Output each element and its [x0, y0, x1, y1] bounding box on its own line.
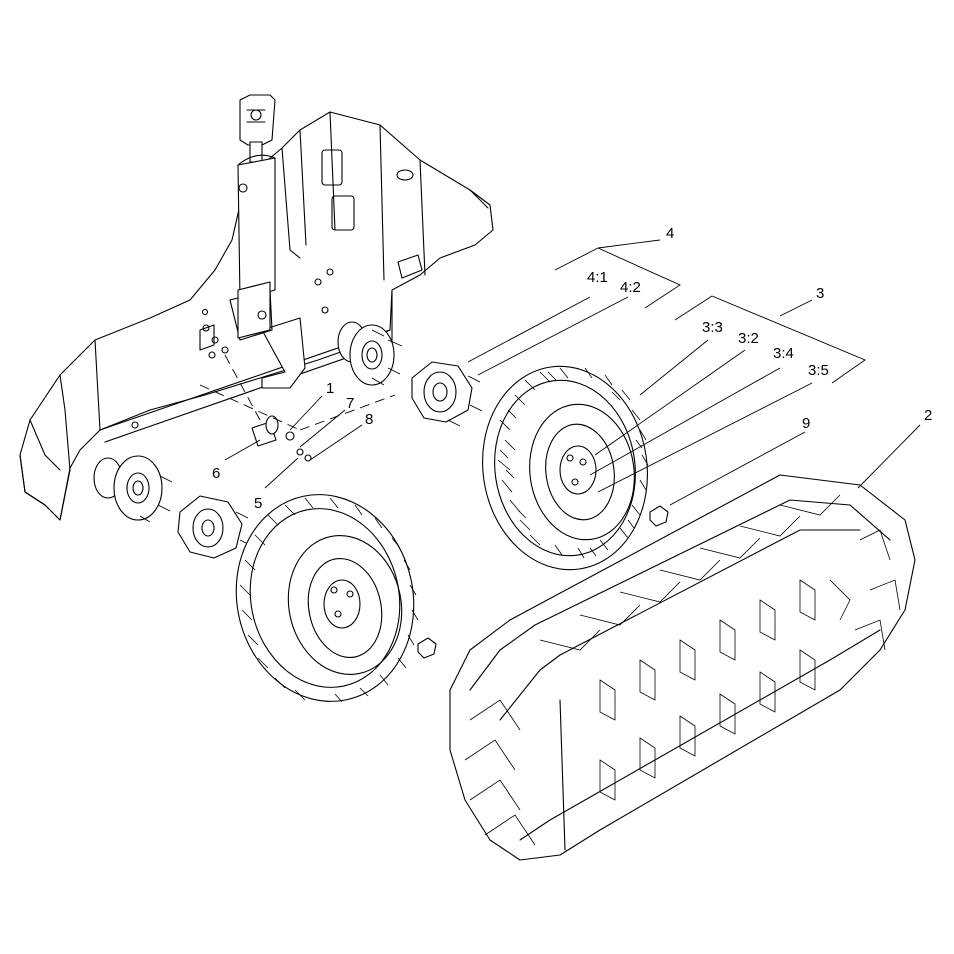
leader-lines — [224, 239, 921, 506]
callout-8: 8 — [365, 411, 373, 428]
callout-6: 6 — [212, 465, 220, 482]
rubber-track — [449, 474, 916, 861]
wheel-upper — [482, 365, 649, 571]
callout-4-2: 4:2 — [620, 279, 641, 296]
callout-3-4: 3:4 — [773, 345, 794, 362]
wheel-adapter-lower — [177, 495, 253, 559]
callout-7: 7 — [346, 395, 354, 412]
callout-4-1: 4:1 — [587, 269, 608, 286]
pin-parts — [199, 354, 396, 462]
callout-labels: 4 4:1 4:2 3 3:3 3:2 3:4 3:5 9 2 1 7 8 6 … — [212, 225, 932, 512]
hub-lower — [93, 455, 173, 523]
callout-3-5: 3:5 — [808, 362, 829, 379]
callout-4: 4 — [666, 225, 674, 242]
wheel-lower — [235, 494, 419, 703]
callout-3-3: 3:3 — [702, 319, 723, 336]
lug-nut — [417, 505, 669, 659]
callout-9: 9 — [802, 415, 810, 432]
callout-3: 3 — [816, 285, 824, 302]
wheel-adapter-upper — [411, 361, 483, 427]
lift-cylinder — [237, 94, 276, 339]
callout-5: 5 — [254, 495, 262, 512]
hub-upper — [337, 321, 403, 386]
callout-3-2: 3:2 — [738, 330, 759, 347]
callout-2: 2 — [924, 407, 932, 424]
callout-1: 1 — [326, 380, 334, 397]
